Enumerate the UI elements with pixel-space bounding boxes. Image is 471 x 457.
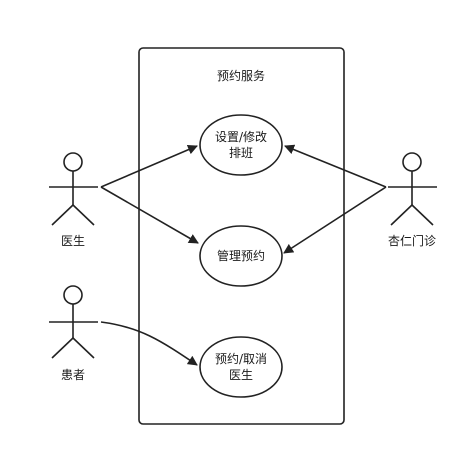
assoc-doctor-set-schedule [100,144,198,188]
assoc-patient-book-cancel [100,321,198,366]
actor-patient[interactable] [49,285,98,359]
assoc-doctor-manage-booking [100,186,199,244]
actor-doctor-label: 医生 [61,234,85,248]
actor-head [63,285,83,305]
usecase-book-cancel[interactable]: 预约/取消 医生 [199,336,283,398]
usecase-set-schedule-line1: 设置/修改 [215,129,267,144]
actor-clinic-label: 杏仁门诊 [388,233,436,248]
assoc-clinic-set-schedule [284,144,387,188]
usecase-set-schedule[interactable]: 设置/修改 排班 [199,114,283,176]
usecase-book-cancel-line1: 预约/取消 [215,351,267,366]
system-title: 预约服务 [217,68,265,83]
usecase-manage-booking[interactable]: 管理预约 [199,225,283,287]
actor-patient-label: 患者 [61,368,85,382]
assoc-clinic-manage-booking [283,186,387,254]
system-boundary [138,47,345,425]
usecase-book-cancel-line2: 医生 [229,368,253,382]
actor-head [402,152,422,172]
actor-clinic[interactable] [388,152,437,226]
actor-head [63,152,83,172]
usecase-manage-booking-line1: 管理预约 [217,248,265,263]
actor-doctor[interactable] [49,152,98,226]
usecase-set-schedule-line2: 排班 [229,146,253,160]
